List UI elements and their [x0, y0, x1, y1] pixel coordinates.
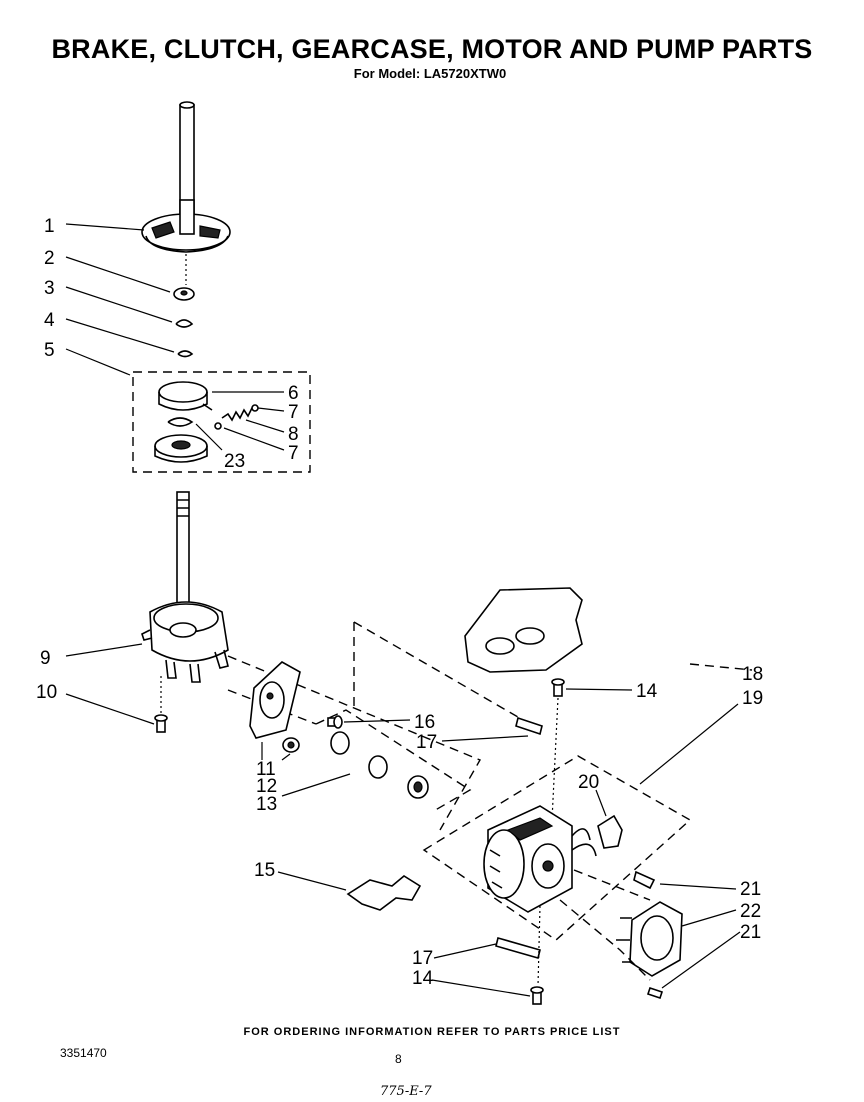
handwritten-mark: 775-E-7 — [380, 1084, 432, 1099]
callout-1: 1 — [44, 216, 55, 237]
callout-14b: 14 — [412, 968, 434, 989]
part-11-cover-plate — [249, 661, 301, 739]
leader-lines — [65, 223, 741, 997]
dashed-link-b — [315, 709, 472, 813]
group-19-box — [422, 755, 692, 941]
part-9-gearcase — [141, 491, 229, 683]
callout-6: 6 — [288, 383, 299, 404]
part-12-nut — [282, 737, 300, 753]
callout-22: 22 — [740, 901, 761, 922]
part-14-screw-top — [551, 678, 565, 697]
part-7-8-spring-and-pins — [214, 404, 259, 430]
callout-21a: 21 — [740, 879, 761, 900]
part-17-drive-belt-bottom — [495, 937, 541, 959]
part-16-screw — [327, 715, 343, 729]
group-5-box — [132, 371, 311, 473]
callout-9: 9 — [40, 648, 51, 669]
motor-assembly — [483, 805, 597, 913]
callout-11: 11 — [256, 759, 276, 780]
part-18-motor-mount-pad — [464, 587, 583, 673]
callout-20: 20 — [578, 772, 599, 793]
document-number: 3351470 — [60, 1046, 107, 1060]
part-6-brake-band — [158, 381, 213, 411]
part-21-clip-bottom — [646, 986, 664, 1000]
callout-17b: 17 — [412, 948, 433, 969]
callout-18: 18 — [742, 664, 763, 685]
part-4-retaining-ring — [177, 350, 194, 358]
ordering-info-note: FOR ORDERING INFORMATION REFER TO PARTS … — [243, 1026, 621, 1038]
part-20-capacitor — [597, 814, 623, 849]
page-title: BRAKE, CLUTCH, GEARCASE, MOTOR AND PUMP … — [51, 34, 813, 64]
leader-dashed-gearcase-to-motor — [227, 655, 482, 831]
callout-16: 16 — [414, 712, 435, 733]
callout-21b: 21 — [740, 922, 761, 943]
part-13-coupling-set — [330, 731, 429, 799]
model-subtitle: For Model: LA5720XTW0 — [353, 66, 507, 81]
callout-17a: 17 — [416, 732, 437, 753]
part-17-drive-belt-top — [515, 716, 543, 736]
part-1-brake-housing — [141, 101, 231, 253]
callout-8: 8 — [288, 424, 299, 445]
callout-12: 12 — [256, 776, 277, 797]
part-10-bolt — [154, 714, 168, 733]
part-2-washer — [173, 287, 195, 301]
dashed-diag-17 — [353, 621, 531, 725]
callout-13: 13 — [256, 794, 277, 815]
dotted-line-14b — [537, 905, 541, 987]
part-21-clip-top — [633, 870, 656, 890]
part-23-brake-cam — [154, 417, 208, 463]
dotted-line-14 — [551, 697, 559, 821]
part-14-screw-bottom — [530, 986, 544, 1005]
callout-5: 5 — [44, 340, 55, 361]
callout-7a: 7 — [288, 402, 299, 423]
callout-19: 19 — [742, 688, 763, 709]
dashed-pump-link-a — [573, 869, 651, 901]
dashed-leader-18 — [689, 663, 753, 671]
callout-7b: 7 — [288, 443, 299, 464]
callout-3: 3 — [44, 278, 55, 299]
callout-4: 4 — [44, 310, 55, 331]
callout-numbers: 1 2 3 4 5 6 7 8 7 23 9 10 11 12 13 16 17… — [36, 216, 763, 989]
callout-23: 23 — [224, 451, 245, 472]
page-number: 8 — [395, 1052, 402, 1066]
callout-10: 10 — [36, 682, 57, 703]
part-22-pump — [616, 901, 683, 977]
callout-2: 2 — [44, 248, 55, 269]
part-3-clip — [175, 319, 194, 328]
part-15-shield — [346, 875, 422, 911]
callout-15: 15 — [254, 860, 275, 881]
dashed-pump-link-b — [559, 899, 651, 981]
callout-14a: 14 — [636, 681, 658, 702]
